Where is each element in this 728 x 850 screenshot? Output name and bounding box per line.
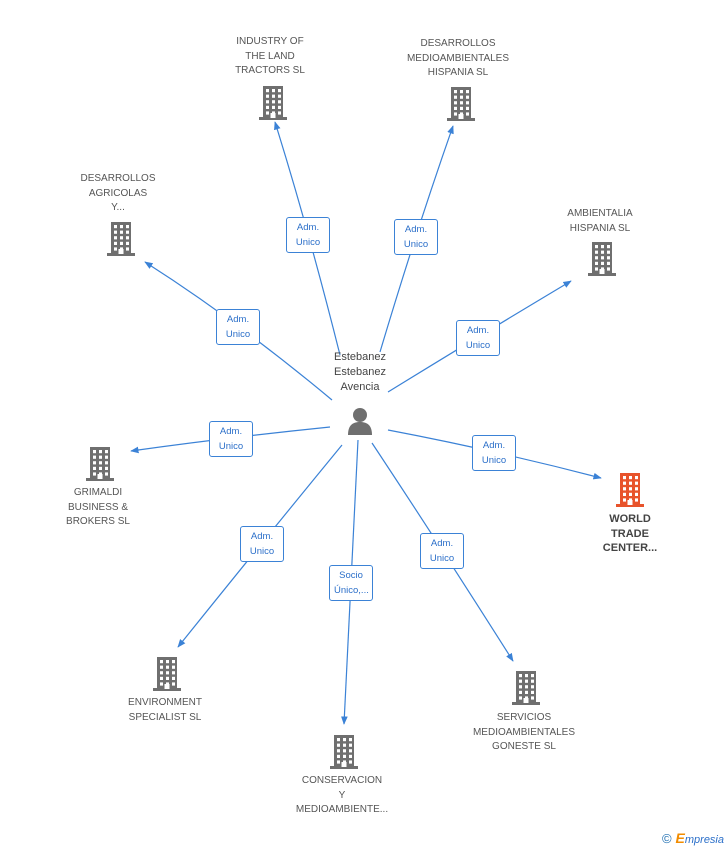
relation-text: Adm. [482,440,506,451]
company-name-line: MEDIOAMBIENTE... [295,804,389,815]
company-label[interactable]: SERVICIOS MEDIOAMBIENTALES GONESTE SL [464,711,584,755]
company-label[interactable]: CONSERVACION Y MEDIOAMBIENTE... [282,774,402,818]
relation-text: Único,... [334,585,369,596]
relation-text: Adm. [296,222,320,233]
building-icon[interactable] [151,657,183,696]
relation-text: Unico [465,340,491,351]
relation-text: Adm. [404,224,428,235]
relation-label[interactable]: Adm. Unico [420,533,464,569]
company-name-line: SPECIALIST SL [128,711,202,723]
relation-text: Adm. [219,426,243,437]
company-name-line: Y... [111,202,125,213]
company-name-line: Y [338,789,346,801]
relation-text: Adm. [250,531,274,542]
company-name-line: MEDIOAMBIENTALES [472,726,576,738]
building-icon[interactable] [445,87,477,126]
company-name-line: INDUSTRY OF [236,36,304,47]
relation-text: Unico [403,239,429,250]
relation-text: Socio [339,570,363,581]
relation-label[interactable]: Adm. Unico [456,320,500,356]
relation-label[interactable]: Adm. Unico [216,309,260,345]
company-name-line: HISPANIA SL [569,222,631,234]
copyright-symbol: © [661,830,672,846]
center-name-line: Estebanez [334,351,386,363]
company-label[interactable]: GRIMALDI BUSINESS & BROKERS SL [38,486,158,530]
company-label[interactable]: AMBIENTALIA HISPANIA SL [540,207,660,236]
company-name-line: DESARROLLOS [420,38,496,49]
company-name-line: HISPANIA SL [427,67,489,78]
relation-text: Unico [295,237,321,248]
company-label[interactable]: ENVIRONMENT SPECIALIST SL [105,696,225,725]
company-name-line: TRACTORS SL [235,65,305,76]
company-name-line: THE LAND [245,50,295,62]
building-icon[interactable] [105,222,137,261]
relation-label[interactable]: Adm. Unico [240,526,284,562]
relation-text: Unico [249,546,275,557]
company-label[interactable]: DESARROLLOS AGRICOLAS Y... [58,172,178,216]
company-name-line: CONSERVACION [301,775,383,786]
building-icon[interactable] [328,735,360,774]
center-name-line: Estebanez [334,366,386,378]
relation-text: Unico [218,441,244,452]
company-name-line: SERVICIOS [496,712,552,723]
building-icon[interactable] [614,473,646,512]
company-name-line: BROKERS SL [66,516,130,527]
building-icon[interactable] [257,86,289,125]
person-icon[interactable] [345,405,375,435]
footer-brand: © Empresia [662,830,724,846]
relation-text: Adm. [466,325,490,336]
relation-label[interactable]: Adm. Unico [209,421,253,457]
brand-name[interactable]: Empresia [675,830,724,846]
company-label[interactable]: INDUSTRY OF THE LAND TRACTORS SL [210,35,330,79]
company-name-line: AMBIENTALIA [567,208,633,219]
relation-label[interactable]: Adm. Unico [394,219,438,255]
company-label[interactable]: WORLD TRADE CENTER... [570,512,690,556]
relation-label[interactable]: Adm. Unico [472,435,516,471]
relation-text: Adm. [430,538,454,549]
relation-text: Unico [481,455,507,466]
center-name-line: Avencia [340,381,380,393]
company-name-line: DESARROLLOS [80,173,156,184]
company-name-line: WORLD [609,513,651,525]
company-name-line: MEDIOAMBIENTALES [406,52,510,64]
relation-label[interactable]: Adm. Unico [286,217,330,253]
relation-text: Unico [429,553,455,564]
company-name-line: BUSINESS & [67,501,129,513]
building-icon[interactable] [84,447,116,486]
building-icon[interactable] [586,242,618,281]
center-person-label[interactable]: Estebanez Estebanez Avencia [310,350,410,395]
relation-text: Unico [225,329,251,340]
company-label[interactable]: DESARROLLOS MEDIOAMBIENTALES HISPANIA SL [398,37,518,81]
relation-text: Adm. [226,314,250,325]
company-name-line: TRADE [611,527,649,540]
company-name-line: AGRICOLAS [88,187,148,199]
company-name-line: CENTER... [602,542,658,554]
company-name-line: GONESTE SL [492,741,556,752]
building-icon[interactable] [510,671,542,710]
company-name-line: GRIMALDI [73,487,123,498]
company-name-line: ENVIRONMENT [128,697,202,708]
